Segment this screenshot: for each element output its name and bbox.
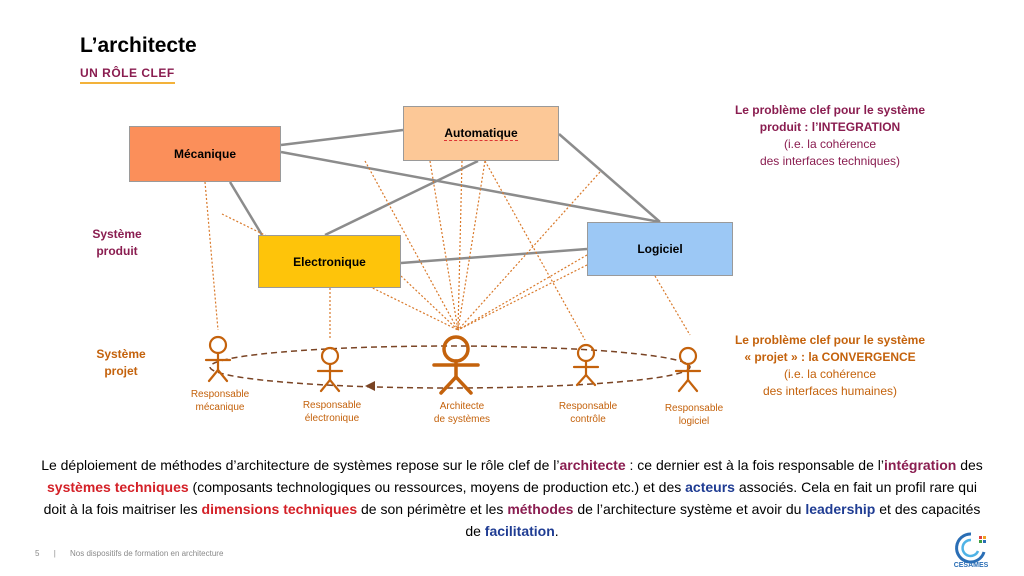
page-subtitle: UN RÔLE CLEF [80, 66, 175, 84]
logo-text: CESAMES [953, 562, 989, 569]
convergence-loop [209, 345, 691, 389]
link-auto-arch-3 [457, 160, 463, 331]
link-auto-arch-4 [457, 160, 486, 331]
link-meca-actor [204, 181, 219, 331]
actor-controle-figure [572, 343, 600, 387]
box-electronique-label: Electronique [293, 254, 366, 269]
body-paragraph: Le déploiement de méthodes d’architectur… [41, 457, 983, 539]
link-elec-log [400, 247, 588, 265]
box-logiciel-label: Logiciel [637, 242, 683, 256]
box-electronique: Electronique [258, 235, 401, 288]
page-number: 5 [35, 549, 40, 558]
box-automatique-label: Automatique [444, 126, 518, 141]
actor-logiciel-figure [674, 346, 702, 393]
label-systeme-projet: Système projet [96, 347, 146, 378]
actor-mecanique-figure [204, 335, 232, 383]
box-automatique: Automatique [403, 106, 559, 161]
box-logiciel: Logiciel [587, 222, 733, 276]
note-integration: Le problème clef pour le système produit… [734, 103, 926, 168]
link-log-arch-3 [457, 264, 588, 331]
note-convergence: Le problème clef pour le système « proje… [734, 333, 926, 398]
link-meca-log [280, 150, 661, 224]
footer-text: Nos dispositifs de formation en architec… [70, 549, 224, 558]
footer-separator: | [53, 549, 56, 558]
link-auto-arch-1 [364, 160, 459, 331]
link-auto-elec [324, 159, 479, 237]
link-meca-elec [228, 181, 264, 236]
link-elec-arch [400, 275, 459, 331]
link-log-actor [654, 275, 691, 336]
loop-arrowhead [365, 381, 375, 391]
link-meca-auto [280, 128, 404, 147]
label-systeme-produit: Système produit [92, 227, 142, 258]
box-mecanique-label: Mécanique [173, 147, 236, 161]
link-auto-log [558, 133, 661, 223]
actor-electronique-figure [316, 346, 344, 393]
footer: 5 | Nos dispositifs de formation en arch… [35, 549, 223, 558]
actor-architecte-figure [432, 335, 480, 395]
cesames-logo-icon [955, 532, 986, 564]
link-log-arch-2 [457, 254, 588, 331]
page-title: L’architecte [80, 34, 197, 57]
link-auto-arch-2 [429, 160, 459, 331]
link-log-arch-1 [457, 171, 601, 331]
box-mecanique: Mécanique [129, 126, 281, 182]
